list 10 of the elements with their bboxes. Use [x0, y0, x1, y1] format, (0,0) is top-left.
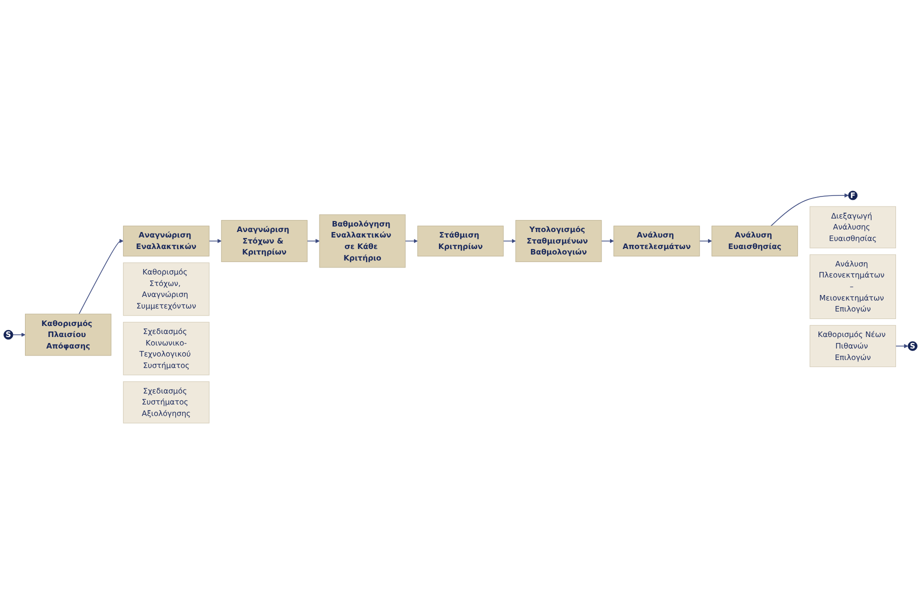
- arrow: [208, 239, 222, 244]
- arrow: [503, 239, 516, 244]
- arrow: [404, 239, 418, 244]
- arrow: [699, 239, 712, 244]
- arrow: [601, 239, 614, 244]
- arrow: [78, 239, 124, 314]
- arrow: [895, 344, 908, 348]
- arrow: [12, 332, 26, 337]
- arrow: [306, 239, 320, 244]
- arrow: [770, 193, 849, 226]
